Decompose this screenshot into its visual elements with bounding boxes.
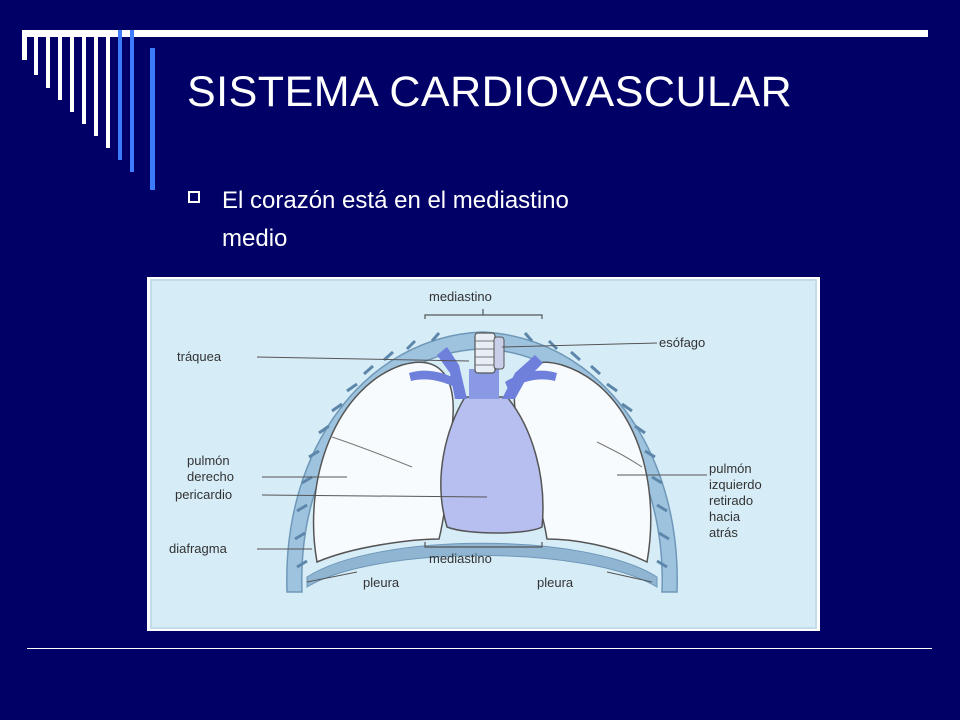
trachea	[474, 332, 496, 374]
bullet-text: El corazón está en el mediastino medio	[222, 187, 569, 252]
label-pleura-left: pleura	[363, 575, 400, 590]
trachea-rings	[475, 340, 495, 366]
mediastino-bottom-bracket	[424, 542, 543, 548]
leader-traquea	[256, 356, 470, 362]
leader-pleura-right	[606, 571, 653, 583]
decorative-stripes	[22, 30, 155, 190]
aortic-arch	[469, 369, 499, 399]
leader-esofago	[501, 342, 658, 348]
ribs-right	[523, 332, 670, 569]
diaphragm	[306, 542, 658, 588]
thorax-diagram: mediastino tráquea esófago pulmón derech…	[147, 277, 820, 631]
slide-title: SISTEMA CARDIOVASCULAR	[187, 68, 793, 116]
ribs-left	[294, 332, 441, 569]
label-pulmon-izq-4: hacia	[709, 509, 741, 524]
label-pulmon-izq-5: atrás	[709, 525, 738, 540]
label-esofago: esófago	[659, 335, 705, 350]
vessel-right-lateral	[505, 370, 557, 389]
label-pulmon-izq-1: pulmón	[709, 461, 752, 476]
label-traquea: tráquea	[177, 349, 222, 364]
label-pericardio: pericardio	[175, 487, 232, 502]
left-lung-fissure	[596, 441, 643, 468]
label-diafragma: diafragma	[169, 541, 228, 556]
leader-pleura-left	[306, 571, 358, 583]
top-rule	[22, 30, 928, 37]
label-pulmon-derecho-2: derecho	[187, 469, 234, 484]
label-mediastino-bottom: mediastino	[429, 551, 492, 566]
mediastino-top-bracket	[424, 309, 543, 319]
heart-pericardium	[440, 396, 544, 534]
right-lung-fissure	[331, 436, 413, 468]
label-mediastino-top: mediastino	[429, 289, 492, 304]
label-pulmon-izq-3: retirado	[709, 493, 753, 508]
label-pulmon-derecho-1: pulmón	[187, 453, 230, 468]
esophagus	[493, 336, 505, 370]
vessel-left-lateral	[409, 370, 462, 389]
label-pulmon-izq-2: izquierdo	[709, 477, 762, 492]
bottom-rule	[27, 648, 932, 649]
label-pleura-right: pleura	[537, 575, 574, 590]
bullet-square-icon	[188, 191, 200, 203]
leader-pericardio	[261, 494, 488, 498]
right-lung	[312, 361, 454, 564]
